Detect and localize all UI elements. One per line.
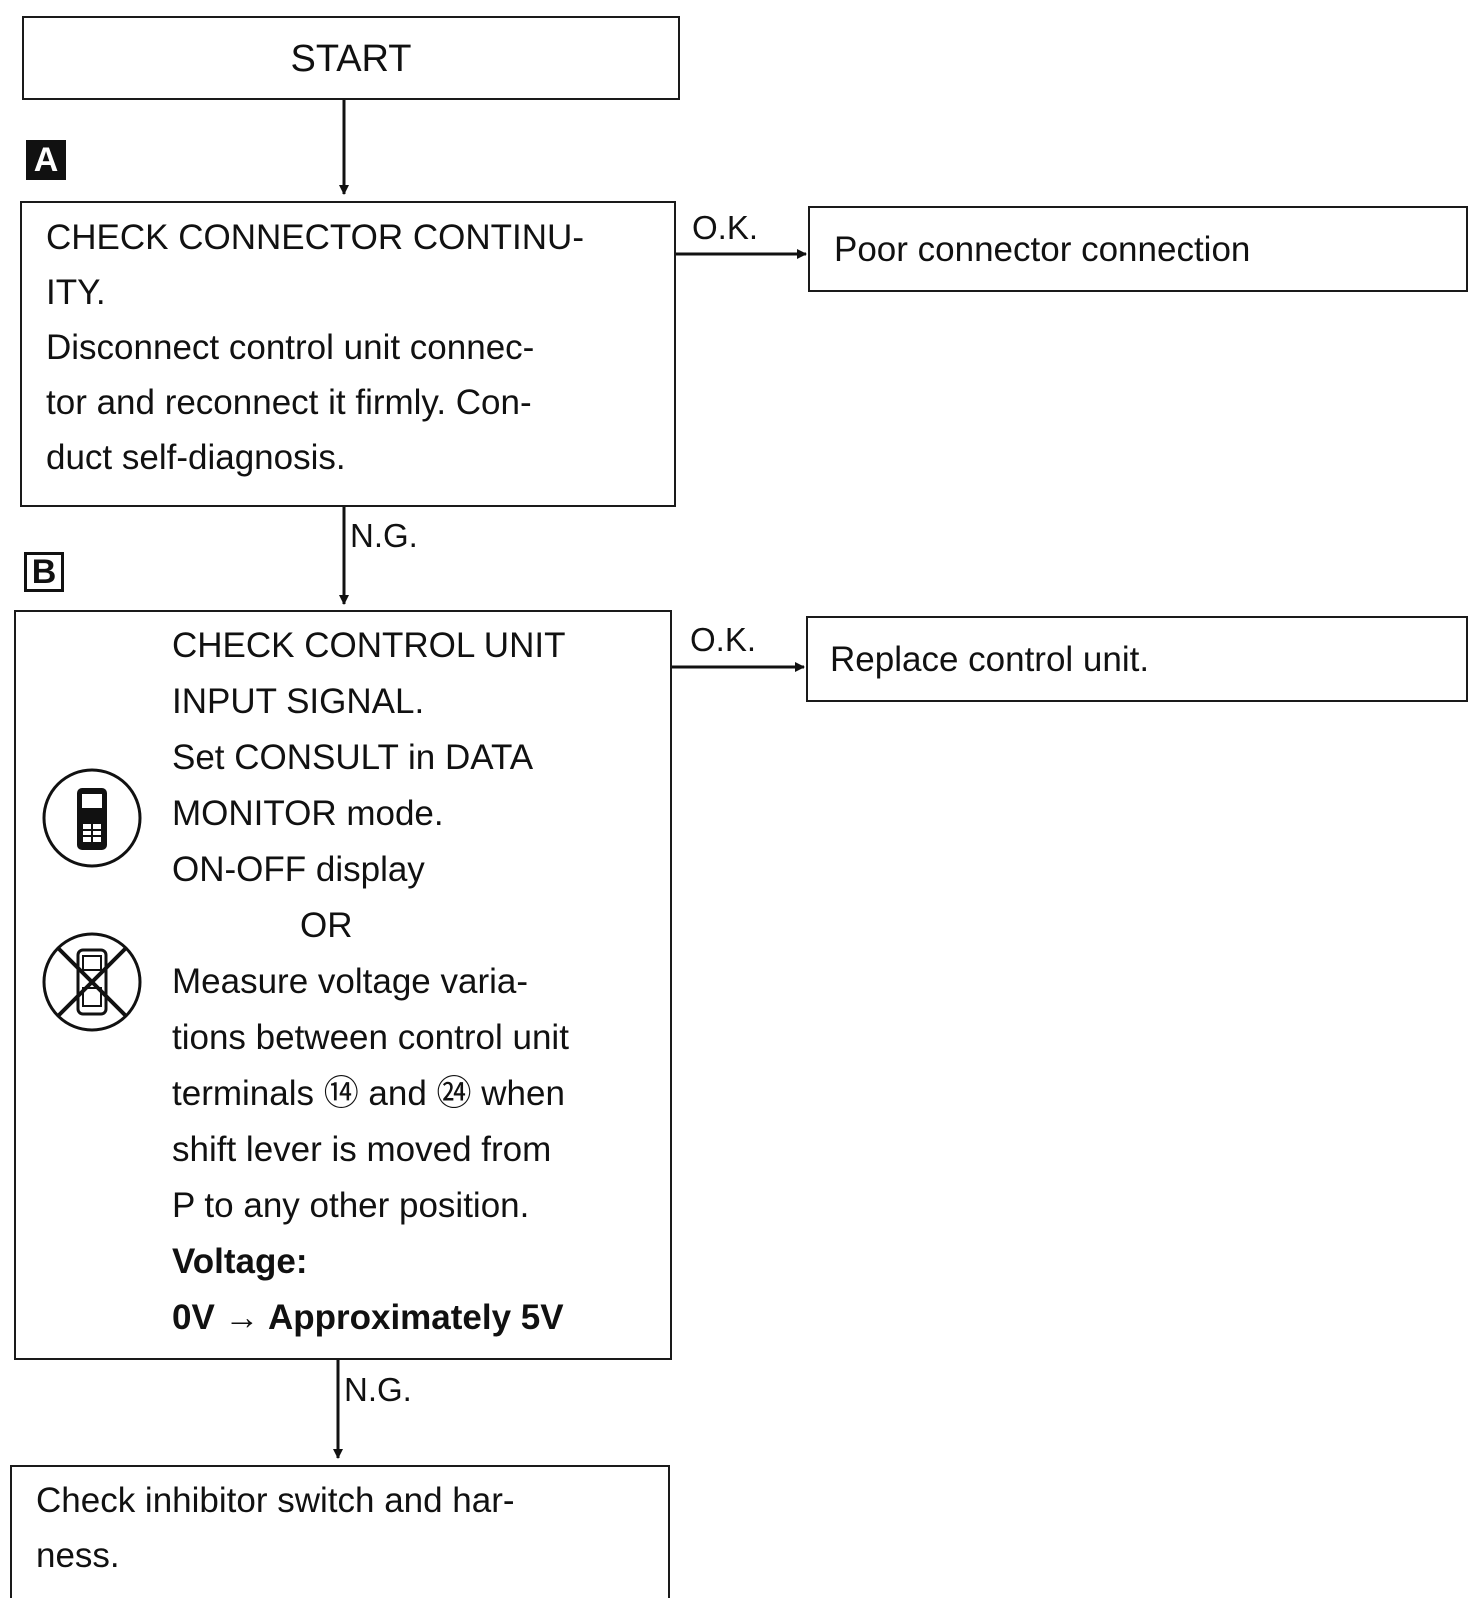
start-label: START (290, 38, 412, 80)
step-a-line: ITY. (46, 273, 106, 312)
replace-control-unit-label: Replace control unit. (830, 640, 1150, 679)
step-b-voltage-value: 0V → Approximately 5V (172, 1298, 564, 1337)
replace-control-unit-box: Replace control unit. (806, 616, 1468, 702)
step-b-line: P to any other position. (172, 1186, 530, 1225)
step-a-line: duct self-diagnosis. (46, 438, 346, 477)
step-a-ok-label: O.K. (692, 209, 759, 246)
step-b-tag: B (24, 552, 64, 592)
step-b-line: Measure voltage varia- (172, 962, 528, 1001)
step-a-line: tor and reconnect it firmly. Con- (46, 383, 532, 422)
no-consult-tester-icon (42, 932, 142, 1032)
step-b-ok-label: O.K. (690, 621, 757, 658)
step-a-tag: A (26, 140, 66, 180)
poor-connection-label: Poor connector connection (834, 230, 1251, 269)
step-b-line: MONITOR mode. (172, 794, 444, 833)
step-b-line: INPUT SIGNAL. (172, 682, 425, 721)
step-a-ng-label: N.G. (350, 517, 418, 554)
step-b-ng-label: N.G. (344, 1371, 412, 1408)
step-b-line: tions between control unit (172, 1018, 569, 1057)
step-a-line: CHECK CONNECTOR CONTINU- (46, 218, 584, 257)
step-a-box: CHECK CONNECTOR CONTINU- ITY. Disconnect… (20, 201, 676, 507)
step-b-line: terminals ⑭ and ㉔ when (172, 1074, 565, 1113)
final-box: Check inhibitor switch and har- ness. (10, 1465, 670, 1598)
final-line: Check inhibitor switch and har- (36, 1481, 515, 1520)
step-b-box: CHECK CONTROL UNIT INPUT SIGNAL. Set CON… (14, 610, 672, 1360)
consult-tester-icon (42, 768, 142, 868)
final-line: ness. (36, 1536, 120, 1575)
step-b-or: OR (300, 906, 353, 945)
step-b-voltage-heading: Voltage: (172, 1242, 308, 1281)
step-b-line: ON-OFF display (172, 850, 425, 889)
start-box: START (22, 16, 680, 100)
step-b-line: shift lever is moved from (172, 1130, 552, 1169)
step-a-line: Disconnect control unit connec- (46, 328, 535, 367)
step-b-line: CHECK CONTROL UNIT (172, 626, 566, 665)
poor-connection-box: Poor connector connection (808, 206, 1468, 292)
step-b-line: Set CONSULT in DATA (172, 738, 534, 777)
